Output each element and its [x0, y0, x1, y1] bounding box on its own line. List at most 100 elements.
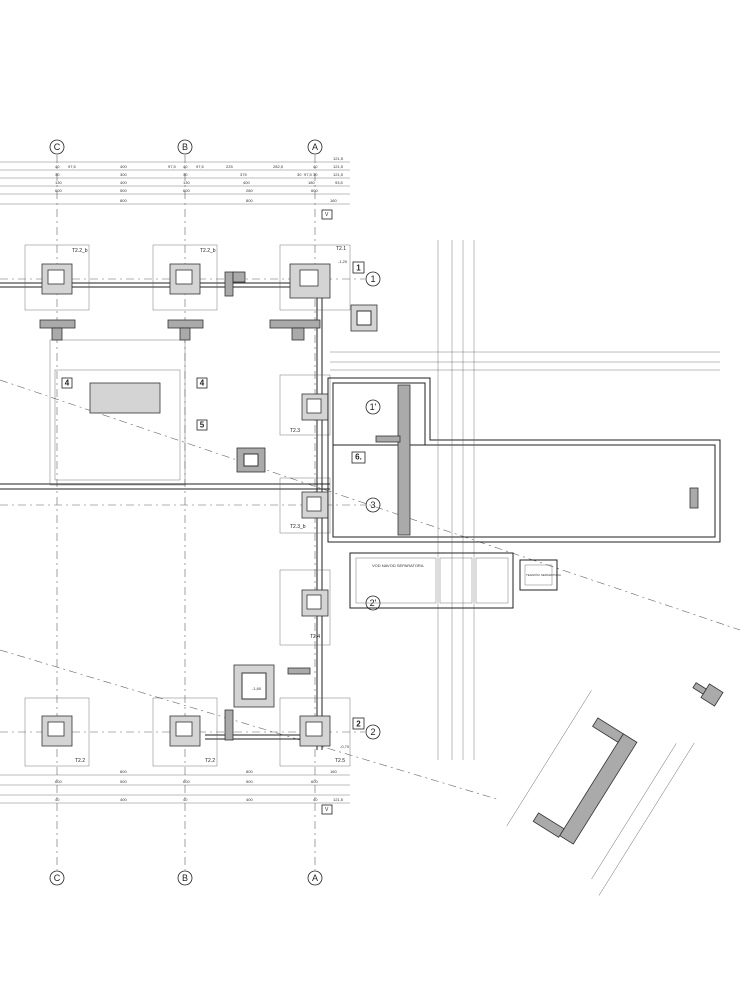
svg-text:121,5: 121,5 [333, 164, 344, 169]
axis-bubble-1-prime: 1' [365, 399, 381, 415]
level-markers: -1,20 -0,70 -1,60 [252, 259, 350, 749]
svg-text:40: 40 [313, 797, 318, 802]
room-mark-1: 1 [352, 261, 365, 274]
svg-text:B: B [182, 873, 188, 883]
svg-text:30: 30 [297, 172, 302, 177]
svg-text:C: C [54, 142, 61, 152]
bottom-dimension-chain: 800 800 160 600 500 600 500 600 40 400 4… [0, 769, 350, 804]
axis-bubble-3: 3 [365, 497, 381, 513]
svg-text:225: 225 [226, 164, 233, 169]
axis-bubble-b-top: B [177, 139, 193, 155]
svg-text:130: 130 [55, 180, 62, 185]
svg-text:282,5: 282,5 [273, 164, 284, 169]
svg-text:600: 600 [183, 779, 190, 784]
svg-text:97,5: 97,5 [196, 164, 205, 169]
footing-t2-5: T2.5 [279, 697, 351, 767]
svg-text:600: 600 [55, 188, 62, 193]
axis-bubble-a-top: A [307, 139, 323, 155]
svg-text:-0,70: -0,70 [340, 744, 350, 749]
svg-text:93,5: 93,5 [335, 180, 344, 185]
elevator-pit [224, 447, 311, 741]
room-mark-4a: 4 [61, 377, 73, 389]
svg-text:600: 600 [311, 188, 318, 193]
svg-text:VOD NAVOD SEPARATORA: VOD NAVOD SEPARATORA [372, 563, 424, 568]
axis-bubble-2: 2 [365, 724, 381, 740]
svg-text:400: 400 [120, 164, 127, 169]
svg-text:V: V [325, 212, 329, 218]
svg-text:T2.3_b: T2.3_b [290, 524, 306, 530]
footing-t2-2b-c: T2.2_b [24, 244, 90, 311]
svg-text:5: 5 [200, 421, 205, 430]
svg-text:2: 2 [370, 727, 375, 737]
svg-text:T2.2: T2.2 [205, 758, 215, 764]
axis-bubble-1: 1 [365, 271, 381, 287]
svg-text:180: 180 [308, 180, 315, 185]
svg-text:C: C [54, 873, 61, 883]
svg-text:40: 40 [55, 797, 60, 802]
svg-text:375: 375 [240, 172, 247, 177]
svg-text:121,5: 121,5 [333, 172, 344, 177]
svg-text:130: 130 [183, 180, 190, 185]
svg-text:1': 1' [370, 402, 377, 412]
footing-t2-1: T2.1 [279, 244, 351, 311]
svg-text:600: 600 [183, 188, 190, 193]
svg-text:97,5: 97,5 [304, 172, 313, 177]
svg-text:A: A [312, 873, 318, 883]
footing-t2-2-b: T2.2 [152, 697, 218, 767]
svg-text:121,5: 121,5 [333, 797, 344, 802]
svg-text:800: 800 [246, 198, 253, 203]
svg-text:2: 2 [356, 720, 361, 729]
svg-text:T2.2: T2.2 [75, 758, 85, 764]
svg-text:600: 600 [55, 779, 62, 784]
svg-text:V: V [325, 807, 329, 813]
svg-text:500: 500 [246, 779, 253, 784]
svg-text:280: 280 [246, 188, 253, 193]
room-mark-6: 6. [351, 451, 366, 464]
svg-text:T2.1: T2.1 [336, 246, 346, 252]
svg-text:-1,20: -1,20 [338, 259, 348, 264]
svg-text:500: 500 [120, 779, 127, 784]
room-mark-2: 2 [352, 717, 365, 730]
svg-text:97,5: 97,5 [68, 164, 77, 169]
svg-text:A: A [312, 142, 318, 152]
svg-text:500: 500 [120, 188, 127, 193]
section-mark-top: V [321, 209, 333, 220]
svg-text:T2.4: T2.4 [310, 634, 320, 640]
svg-text:T2.5: T2.5 [335, 758, 345, 764]
room-mark-5: 5 [196, 419, 208, 431]
svg-text:160: 160 [330, 198, 337, 203]
svg-text:400: 400 [246, 797, 253, 802]
rotated-retaining-wall [506, 690, 695, 896]
room-mark-4b: 4 [196, 377, 208, 389]
footing-t2-2-c: T2.2 [24, 697, 90, 767]
svg-text:-1,60: -1,60 [252, 686, 262, 691]
svg-text:40: 40 [55, 164, 60, 169]
svg-text:121,5: 121,5 [333, 156, 344, 161]
svg-text:600: 600 [311, 779, 318, 784]
svg-text:T2.2_b: T2.2_b [200, 248, 216, 254]
technical-separator: TEHNIČKI SEPARATORA [519, 559, 561, 591]
beam-sections [39, 271, 321, 414]
footing-t2-2b-b: T2.2_b [152, 244, 218, 311]
svg-text:T2.2_b: T2.2_b [72, 248, 88, 254]
svg-text:6.: 6. [355, 453, 362, 462]
top-dimension-chain: 121,5 40 97,5 400 97,5 40 97,5 225 282,5… [0, 156, 350, 205]
svg-text:B: B [182, 142, 188, 152]
svg-text:40: 40 [183, 164, 188, 169]
svg-text:400: 400 [120, 797, 127, 802]
svg-text:40: 40 [183, 797, 188, 802]
foundation-beams [0, 265, 330, 750]
svg-text:30: 30 [183, 172, 188, 177]
svg-text:400: 400 [120, 180, 127, 185]
svg-text:T2.3: T2.3 [290, 428, 300, 434]
small-pit [350, 304, 378, 332]
rotated-small-element [692, 682, 724, 707]
svg-text:800: 800 [246, 769, 253, 774]
svg-text:TEHNIČKI SEPARATORA: TEHNIČKI SEPARATORA [526, 572, 561, 577]
svg-text:4: 4 [200, 379, 205, 388]
axis-bubble-a-bottom: A [307, 870, 323, 886]
axis-bubble-c-bottom: C [49, 870, 65, 886]
axis-bubble-c-top: C [49, 139, 65, 155]
svg-text:3: 3 [370, 500, 375, 510]
svg-text:160: 160 [330, 769, 337, 774]
